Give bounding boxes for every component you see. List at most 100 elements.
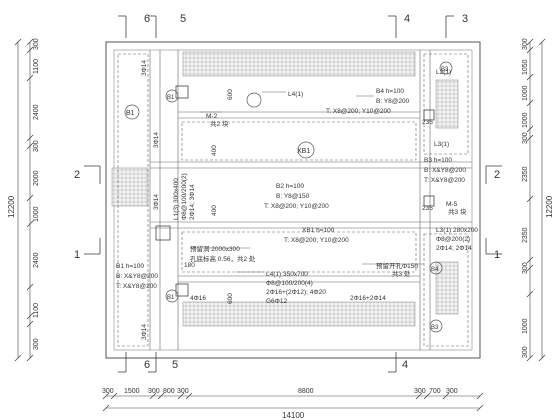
l3-1b-c: 2Φ14; 2Φ14: [436, 245, 472, 252]
b2-b: B: Y8@150: [276, 193, 310, 200]
m5-label: M-5: [446, 201, 458, 208]
left-dim-4: 2000: [33, 170, 40, 186]
axis-left-2: 2: [74, 169, 80, 181]
b2-h: B2 h=100: [276, 183, 304, 190]
b4-b: B: Y8@200: [376, 98, 410, 105]
column: [175, 283, 189, 297]
bar-3014-a: 3Φ14: [141, 60, 148, 76]
l4-1-b: Φ8@100/200(4): [266, 280, 313, 287]
dim-235: 235: [422, 119, 433, 126]
bar-3014-b: 3Φ14: [153, 132, 160, 148]
right-dim-4: 300: [522, 132, 529, 144]
slab-outline: [423, 53, 469, 155]
l4-1-c: 2Φ16+(2Φ12); 4Φ20: [266, 289, 326, 296]
opening-2: 孔底标高 0.56，共2 处: [190, 254, 256, 263]
slab-b3-top: B3: [441, 67, 449, 73]
right-dim-0: 300: [522, 38, 529, 50]
axis-left-1: 1: [74, 249, 80, 261]
bottom-total: 14100: [282, 411, 305, 420]
outer-wall: [105, 41, 481, 359]
axis-bottom-4: 4: [402, 359, 408, 371]
column: [423, 195, 435, 207]
opening-3: 预留开孔Φ150: [376, 261, 418, 270]
left-dim-7: 1100: [33, 303, 40, 318]
m2-label: M-2: [206, 113, 218, 120]
slab-b1-bottom: B1: [167, 295, 175, 301]
annotations: L4(1) B4 h=100 B: Y8@200 T: X8@200; Y10@…: [116, 60, 478, 340]
bottom-dim-4: 300: [177, 388, 189, 395]
l4-1: L4(1) 350x700: [266, 271, 308, 278]
slab-xb1-center: XB1: [297, 148, 310, 155]
dim-600-bot: 600: [227, 293, 234, 304]
slab-outline: [423, 233, 469, 347]
slab-b1-top: B1: [167, 95, 175, 101]
axis-top-5: 5: [180, 13, 186, 25]
axis-top-3: 3: [462, 13, 468, 25]
slab-outline: [181, 231, 417, 273]
bottom-dim-2: 300: [148, 388, 160, 395]
leader-lines: [190, 91, 424, 273]
left-dim-6: 2400: [33, 252, 40, 268]
bottom-ticks: [102, 392, 484, 412]
bottom-dim-6: 300: [414, 388, 426, 395]
bar-2016-2014: 2Φ16+2Φ14: [350, 295, 386, 302]
left-dim-0: 300: [33, 38, 40, 50]
l4-1-d: G6Φ12: [266, 298, 287, 305]
bottom-dim-8: 300: [446, 388, 458, 395]
column: [155, 225, 171, 241]
left-column-hatch: [111, 167, 149, 207]
slab-outline: [181, 121, 417, 161]
xb1-h: XB1 h=100: [302, 227, 335, 234]
l4-top: L4(1): [288, 91, 303, 98]
axis-top-6: 6: [144, 13, 150, 25]
b3-h: B3 h=100: [424, 157, 452, 164]
right-dim-1: 1050: [522, 59, 529, 75]
axis-bottom-5: 5: [172, 359, 178, 371]
b1-t: T: X&Y8@200: [116, 283, 157, 290]
slab-outline: [117, 53, 149, 347]
bottom-dim-0: 300: [102, 388, 114, 395]
b4-t: T: X8@200; Y10@200: [326, 108, 391, 115]
slab-b4-right: B4: [431, 267, 439, 273]
l1-3-c: 2Φ14; 3Φ14: [189, 184, 196, 220]
right-dim-9: 300: [522, 346, 529, 358]
bar-3014-d: 3Φ14: [141, 324, 148, 340]
opening-1: 预留洞 2000x300: [190, 244, 240, 253]
l1-3: L1(3) 300x400: [173, 178, 180, 220]
left-dim-1: 1100: [33, 59, 40, 74]
m5-note: 共3 块: [448, 207, 467, 216]
column: [423, 109, 435, 121]
right-ticks: [526, 38, 546, 362]
slab-b3-bottom: B3: [431, 325, 439, 331]
b3-b: B: X&Y8@200: [424, 167, 466, 174]
slab-b1-left: B1: [126, 110, 135, 117]
bottom-dim-7: 700: [429, 388, 441, 395]
l3-1b: L3(1) 280x200: [436, 227, 478, 234]
right-dim-6: 2350: [522, 227, 529, 243]
axis-right-1: 1: [494, 249, 500, 261]
right-dim-7: 300: [522, 262, 529, 274]
right-dim-3: 1000: [522, 112, 529, 128]
bar-3014-c: 3Φ14: [153, 194, 160, 210]
axis-markers-side: [84, 165, 502, 255]
l3-1: L3(1): [434, 141, 449, 148]
left-dim-3: 300: [33, 140, 40, 152]
top-beam-hatch: [182, 51, 416, 77]
l3-1b-b: Φ8@200(2): [436, 236, 470, 243]
opening-3-note: 共3 处: [392, 269, 411, 278]
left-total: 12200: [7, 195, 16, 218]
right-column-hatch-top: [435, 79, 459, 129]
l2-1: L2(1): [436, 69, 451, 76]
axis-markers-top: [118, 15, 454, 38]
b2-t: T: X8@200; Y10@200: [264, 203, 329, 210]
dim-180: 180: [184, 262, 195, 269]
dim-400-top: 400: [211, 145, 218, 156]
b4-h: B4 h=100: [376, 88, 404, 95]
bar-4016: 4Φ16: [190, 295, 206, 302]
bottom-dim-5: 8800: [298, 388, 314, 395]
right-total: 12200: [545, 195, 554, 218]
left-ticks: [14, 38, 34, 362]
axis-top-4: 4: [404, 13, 410, 25]
right-column-hatch-bottom: [435, 261, 459, 315]
